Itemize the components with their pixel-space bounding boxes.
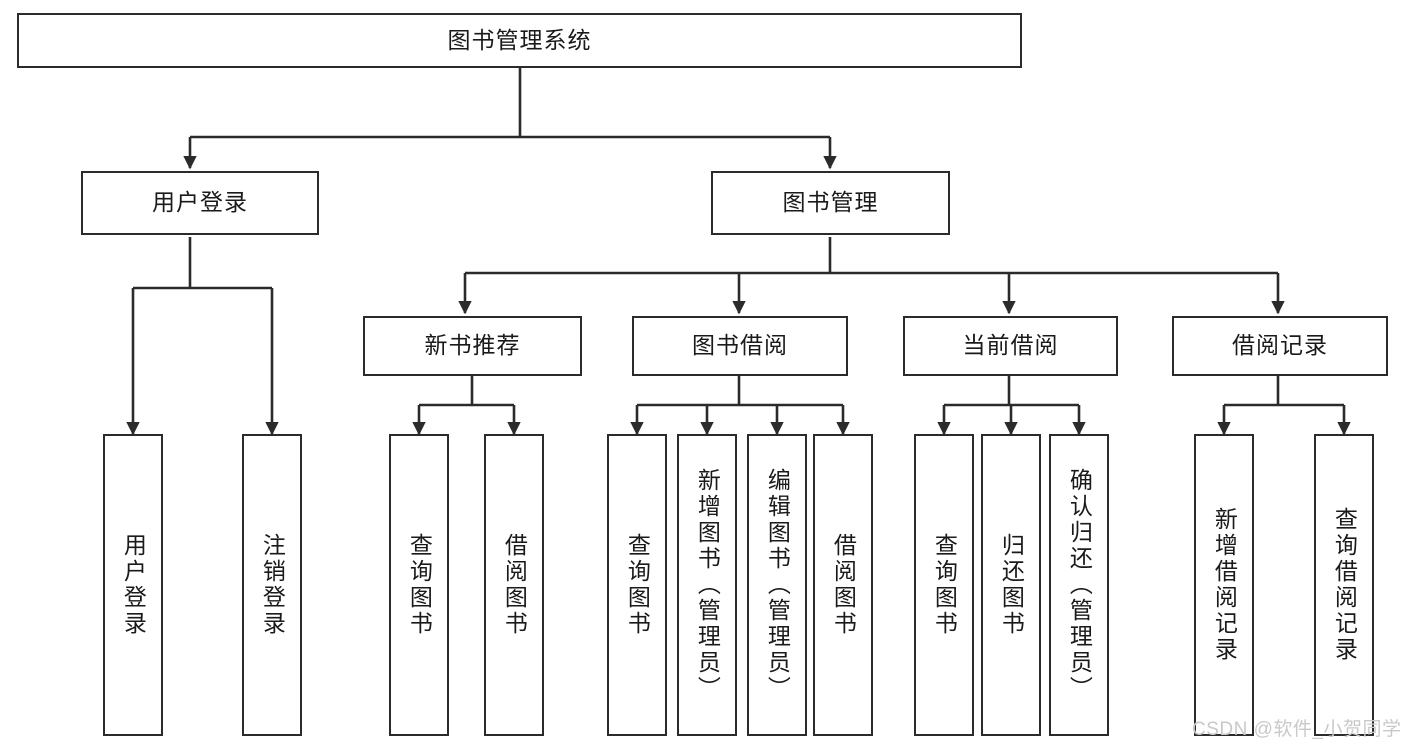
- leaf-query-book-1-label: 查询图书: [406, 533, 433, 637]
- node-root-label: 图书管理系统: [447, 26, 592, 53]
- node-new-book-rec-label: 新书推荐: [424, 332, 521, 359]
- leaf-user-login[interactable]: 用户登录: [103, 434, 163, 736]
- node-book-borrow[interactable]: 图书借阅: [632, 316, 848, 376]
- leaf-query-book-3-label: 查询图书: [931, 533, 958, 637]
- leaf-confirm-return[interactable]: 确认归还（管理员）: [1049, 434, 1109, 736]
- leaf-return-book[interactable]: 归还图书: [981, 434, 1041, 736]
- leaf-logout[interactable]: 注销登录: [242, 434, 302, 736]
- node-current-borrow-label: 当前借阅: [962, 332, 1059, 359]
- leaf-edit-book[interactable]: 编辑图书（管理员）: [747, 434, 807, 736]
- leaf-query-book-3[interactable]: 查询图书: [914, 434, 974, 736]
- node-book-manage-label: 图书管理: [782, 189, 879, 216]
- leaf-query-book-1[interactable]: 查询图书: [389, 434, 449, 736]
- csdn-watermark: CSDN @软件_小贺同学: [1192, 719, 1402, 740]
- node-book-borrow-label: 图书借阅: [692, 332, 788, 359]
- leaf-add-book[interactable]: 新增图书（管理员）: [677, 434, 737, 736]
- leaf-borrow-book-1[interactable]: 借阅图书: [484, 434, 544, 736]
- leaf-return-book-label: 归还图书: [998, 533, 1025, 637]
- leaf-add-record[interactable]: 新增借阅记录: [1194, 434, 1254, 736]
- leaf-query-book-2[interactable]: 查询图书: [607, 434, 667, 736]
- leaf-query-book-2-label: 查询图书: [624, 533, 651, 637]
- leaf-add-record-label: 新增借阅记录: [1211, 507, 1238, 663]
- node-user-login-label: 用户登录: [152, 189, 248, 216]
- leaf-borrow-book-2[interactable]: 借阅图书: [813, 434, 873, 736]
- leaf-logout-label: 注销登录: [259, 533, 286, 637]
- node-root[interactable]: 图书管理系统: [17, 13, 1022, 68]
- leaf-query-record[interactable]: 查询借阅记录: [1314, 434, 1374, 736]
- node-new-book-rec[interactable]: 新书推荐: [363, 316, 582, 376]
- node-borrow-record-label: 借阅记录: [1232, 332, 1328, 359]
- leaf-query-record-label: 查询借阅记录: [1331, 507, 1358, 663]
- leaf-user-login-label: 用户登录: [120, 533, 147, 637]
- leaf-borrow-book-2-label: 借阅图书: [830, 533, 857, 637]
- node-user-login[interactable]: 用户登录: [81, 171, 319, 235]
- node-current-borrow[interactable]: 当前借阅: [903, 316, 1118, 376]
- node-borrow-record[interactable]: 借阅记录: [1172, 316, 1388, 376]
- leaf-confirm-return-label: 确认归还（管理员）: [1066, 468, 1093, 702]
- leaf-add-book-label: 新增图书（管理员）: [694, 468, 721, 702]
- leaf-edit-book-label: 编辑图书（管理员）: [764, 468, 791, 702]
- node-book-manage[interactable]: 图书管理: [711, 171, 950, 235]
- leaf-borrow-book-1-label: 借阅图书: [501, 533, 528, 637]
